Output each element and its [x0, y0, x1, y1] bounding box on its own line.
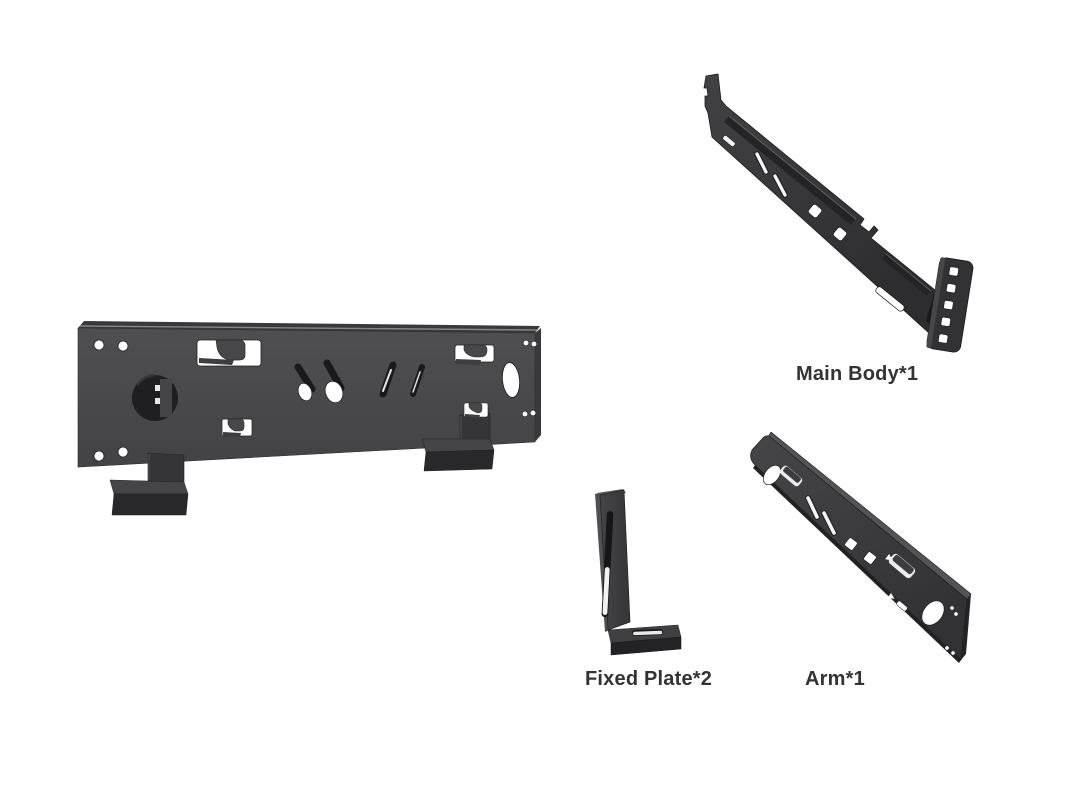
arm-oval-hole-bottom	[921, 600, 945, 626]
arm-label: Arm*1	[805, 668, 865, 690]
arm-oval-hole-top	[762, 464, 782, 486]
arm-small-slot	[896, 600, 908, 612]
bracket-right-foot	[421, 412, 495, 472]
bracket-hook-slot-top-right	[454, 344, 495, 365]
bracket-oval-hole	[501, 362, 521, 398]
fixed-plate-base-front	[610, 636, 682, 656]
arm-triangle-marker-1	[781, 498, 789, 505]
arm-hook-slot-1	[779, 465, 803, 487]
arm-drawing	[745, 432, 985, 667]
bracket-right-edge	[535, 328, 541, 442]
main-body-long-slot	[875, 286, 905, 312]
main-body-strip	[703, 73, 942, 334]
fixed-plate-label: Fixed Plate*2	[585, 668, 713, 690]
fixed-plate-base-slot	[632, 629, 664, 636]
arm-bottom-edge	[753, 465, 961, 663]
main-body-diagonal-slots	[754, 151, 788, 198]
bracket-diagonal-slots	[294, 359, 425, 404]
arm-triangle-marker-3	[887, 593, 895, 599]
arm-end-holes	[944, 605, 959, 656]
main-body-rib	[724, 115, 932, 296]
arm-face	[750, 435, 968, 661]
arm-end-edge	[961, 594, 971, 660]
main-body-flange	[926, 257, 974, 353]
bracket-hook-slot-top-left	[196, 339, 262, 367]
main-body-square-holes	[807, 203, 848, 242]
bracket-hook-slot-lower-right	[463, 402, 489, 418]
main-body-drawing	[693, 68, 978, 363]
arm-square-holes	[844, 537, 877, 565]
bracket-right-holes	[521, 339, 538, 418]
main-body-small-slot	[722, 135, 736, 147]
bracket-top-edge	[78, 321, 540, 333]
arm-hook-slot-2	[888, 553, 916, 579]
bracket-large-hole	[132, 373, 178, 421]
bracket-hook-slot-lower-left	[221, 418, 253, 437]
arm-diagonal-slots	[805, 495, 837, 536]
bracket-left-foot	[109, 452, 189, 516]
arm-notch-1	[788, 506, 796, 514]
bracket-left-holes	[93, 339, 129, 462]
fixed-plate-slot	[601, 511, 614, 618]
assembled-bracket-drawing	[70, 295, 555, 565]
fixed-plate-drawing	[585, 483, 700, 663]
main-body-label: Main Body*1	[796, 363, 919, 385]
